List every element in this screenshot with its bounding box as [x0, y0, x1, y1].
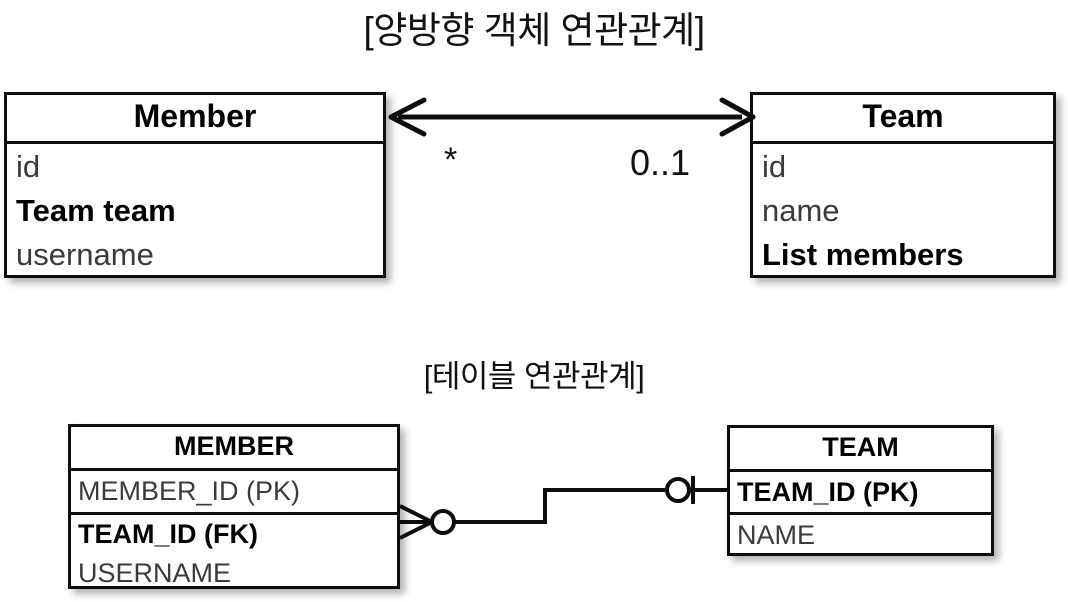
er-column-group-rest: TEAM_ID (FK) USERNAME [71, 512, 397, 593]
uml-class-member-attributes: id Team team username [7, 141, 383, 277]
bidirectional-association-arrow [388, 97, 756, 137]
crows-foot-relationship-line [399, 476, 727, 540]
uml-class-member[interactable]: Member id Team team username [4, 92, 386, 278]
uml-class-team-name: Team [862, 98, 944, 134]
er-column-row: TEAM_ID (PK) [737, 477, 919, 507]
uml-attribute-row: id [16, 149, 41, 184]
table-association-title: [테이블 연관관계] [423, 359, 645, 394]
er-column-row: USERNAME [78, 558, 232, 588]
multiplicity-label-source: * [444, 141, 458, 179]
uml-class-team-attributes: id name List members [753, 141, 1053, 277]
uml-attribute-row: Team team [16, 193, 176, 228]
uml-attribute-row: name [762, 193, 840, 228]
uml-class-team[interactable]: Team id name List members [750, 92, 1056, 278]
er-table-member[interactable]: MEMBER MEMBER_ID (PK) TEAM_ID (FK) USERN… [68, 424, 400, 589]
er-column-group-rest: NAME [730, 512, 991, 556]
uml-class-member-name: Member [133, 98, 257, 134]
er-table-team[interactable]: TEAM TEAM_ID (PK) NAME [727, 425, 994, 556]
er-table-member-name: MEMBER [174, 431, 294, 461]
er-table-team-name: TEAM [822, 432, 899, 462]
crows-foot-many-icon [399, 504, 433, 540]
uml-attribute-row: List members [762, 237, 964, 272]
multiplicity-label-target: 0..1 [630, 142, 691, 183]
er-column-row: TEAM_ID (FK) [78, 519, 258, 549]
er-column-row: MEMBER_ID (PK) [78, 476, 301, 506]
zero-circle-icon [430, 509, 456, 535]
uml-attribute-row: username [16, 237, 154, 272]
er-column-row: NAME [737, 520, 816, 550]
er-column-group-pk: TEAM_ID (PK) [730, 469, 991, 512]
object-association-title: [양방향 객체 연관관계] [363, 10, 705, 51]
zero-circle-icon [665, 477, 691, 503]
uml-attribute-row: id [762, 149, 787, 184]
er-column-group-pk: MEMBER_ID (PK) [71, 468, 397, 512]
